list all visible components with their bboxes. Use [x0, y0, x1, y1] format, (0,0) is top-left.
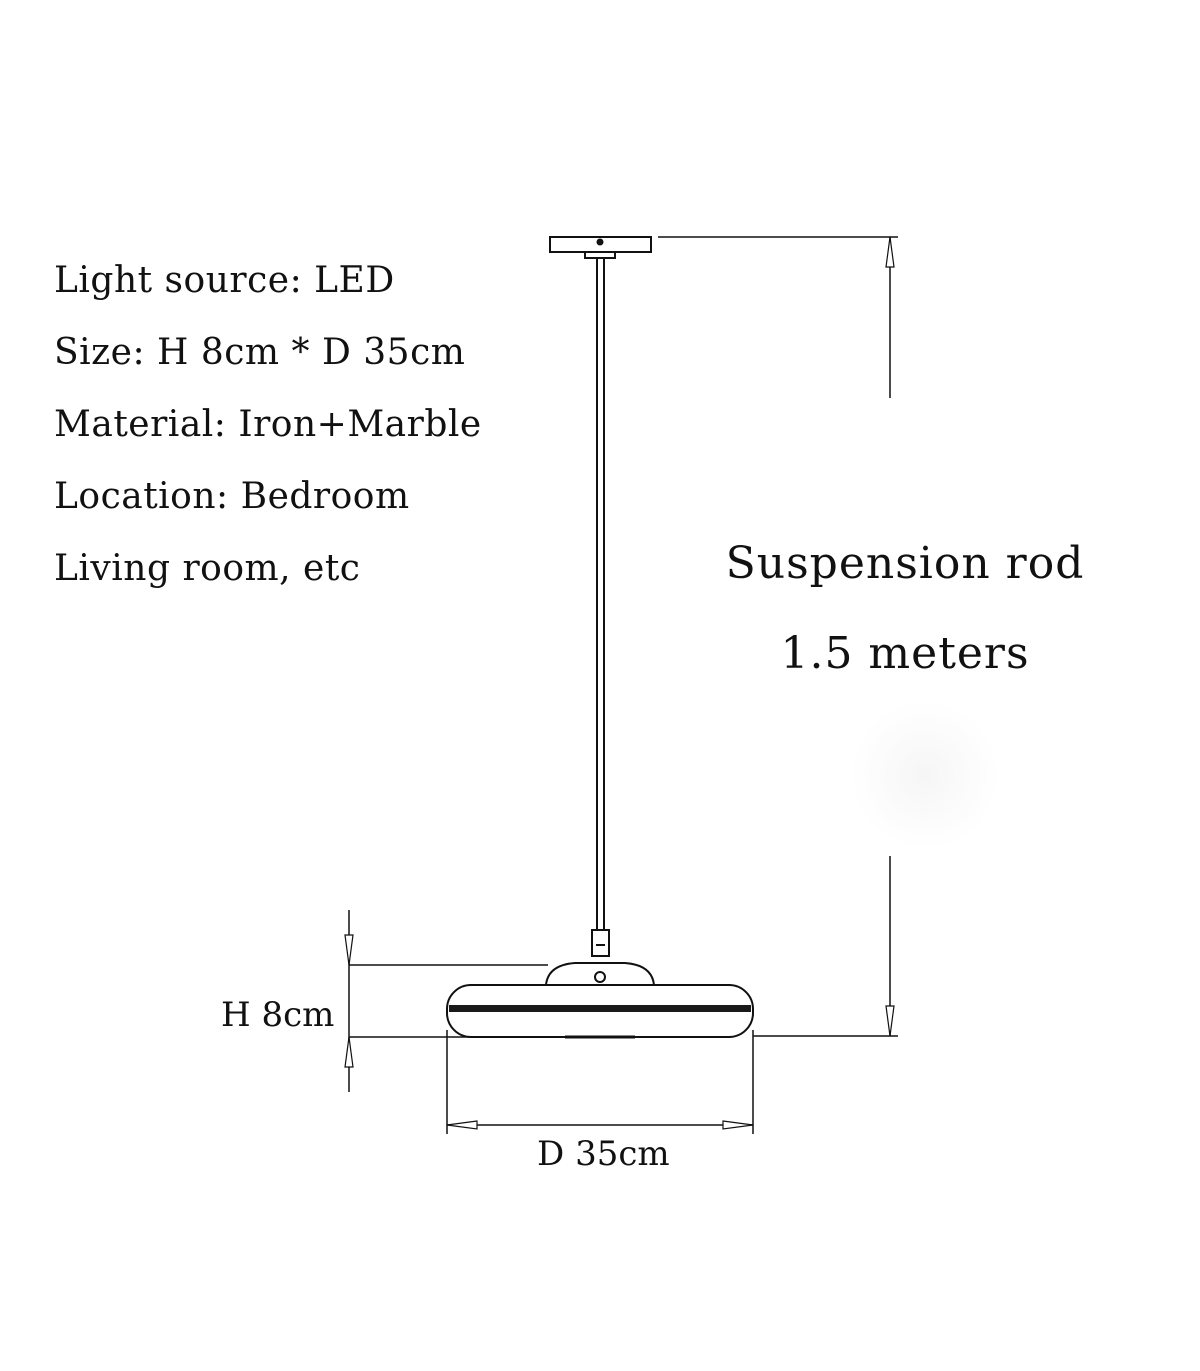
spec-light-source: Light source: LED: [54, 260, 395, 301]
rod-label-line2: 1.5 meters: [780, 628, 1030, 679]
height-arrow-bottom: [344, 1036, 354, 1068]
height-arrow-top: [344, 934, 354, 966]
diameter-arrow-right: [722, 1120, 754, 1130]
rod-label-line1: Suspension rod: [725, 538, 1085, 589]
diameter-label: D 35cm: [537, 1134, 670, 1174]
spec-location-more: Living room, etc: [54, 548, 361, 589]
background-smudge: [850, 700, 1000, 850]
height-label: H 8cm: [221, 995, 335, 1035]
canopy-screw: [596, 238, 604, 246]
spec-material: Material: Iron+Marble: [54, 404, 482, 445]
spec-location: Location: Bedroom: [54, 476, 410, 517]
dome-knob: [594, 971, 606, 983]
rod-joint: [591, 929, 610, 957]
rod-arrow-bottom: [885, 1005, 895, 1037]
diameter-arrow-left: [446, 1120, 478, 1130]
lamp-band: [449, 1005, 751, 1012]
spec-size: Size: H 8cm * D 35cm: [54, 332, 466, 373]
rod-arrow-top: [885, 236, 895, 268]
canopy-neck: [584, 251, 616, 259]
